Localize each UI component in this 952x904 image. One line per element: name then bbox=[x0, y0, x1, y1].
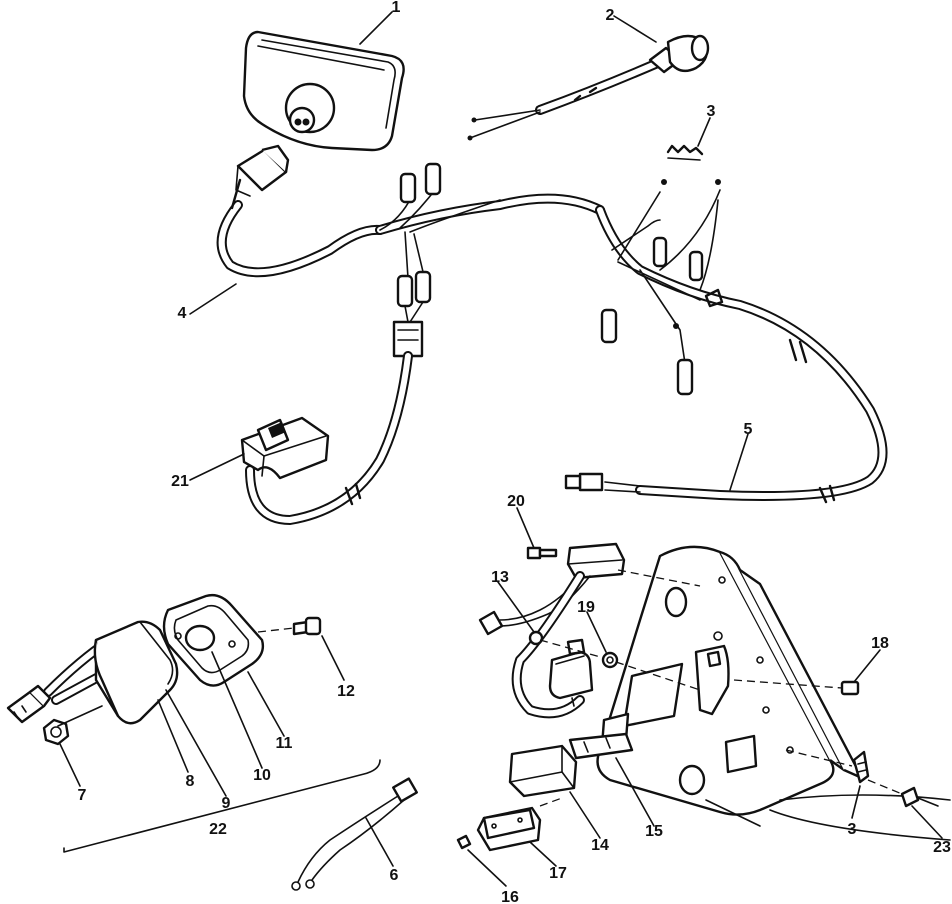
callout-6: 6 bbox=[390, 867, 399, 884]
callout-4: 4 bbox=[178, 305, 187, 322]
callout-10: 10 bbox=[253, 767, 271, 784]
callout-2: 2 bbox=[606, 7, 615, 24]
cdi-box bbox=[478, 542, 701, 719]
callout-1: 1 bbox=[392, 0, 401, 16]
leader-lines bbox=[59, 11, 943, 887]
callout-labels: 1 2 3 3 4 5 6 7 8 9 10 11 12 13 14 15 16… bbox=[78, 0, 951, 904]
mounting-plate bbox=[596, 545, 951, 841]
regulator-assembly bbox=[456, 732, 634, 852]
callout-3-lower: 3 bbox=[848, 821, 857, 838]
callout-9: 9 bbox=[222, 795, 231, 812]
taillight-assembly bbox=[6, 593, 381, 853]
bolt-18 bbox=[733, 679, 860, 696]
headlight-housing bbox=[242, 30, 405, 152]
ignition-switch bbox=[467, 34, 710, 141]
callout-23: 23 bbox=[933, 839, 951, 856]
callout-16: 16 bbox=[501, 889, 519, 904]
clip-top bbox=[666, 144, 704, 161]
callout-13: 13 bbox=[491, 569, 509, 586]
callout-22: 22 bbox=[209, 821, 227, 838]
callout-17: 17 bbox=[549, 865, 567, 882]
handlebar-switch bbox=[240, 351, 413, 525]
callout-3-top: 3 bbox=[707, 103, 716, 120]
callout-7: 7 bbox=[78, 787, 87, 804]
clip-and-nut bbox=[785, 749, 939, 808]
callout-5: 5 bbox=[744, 421, 753, 438]
callout-12: 12 bbox=[337, 683, 355, 700]
callout-19: 19 bbox=[577, 599, 595, 616]
callout-8: 8 bbox=[186, 773, 195, 790]
ignition-coil bbox=[528, 630, 701, 707]
callout-21: 21 bbox=[171, 473, 189, 490]
wire-lead bbox=[291, 777, 418, 891]
callout-18: 18 bbox=[871, 635, 889, 652]
main-wiring-harness bbox=[216, 144, 888, 504]
callout-20: 20 bbox=[507, 493, 525, 510]
callout-15: 15 bbox=[645, 823, 663, 840]
callout-14: 14 bbox=[591, 837, 609, 854]
callout-11: 11 bbox=[276, 735, 293, 752]
